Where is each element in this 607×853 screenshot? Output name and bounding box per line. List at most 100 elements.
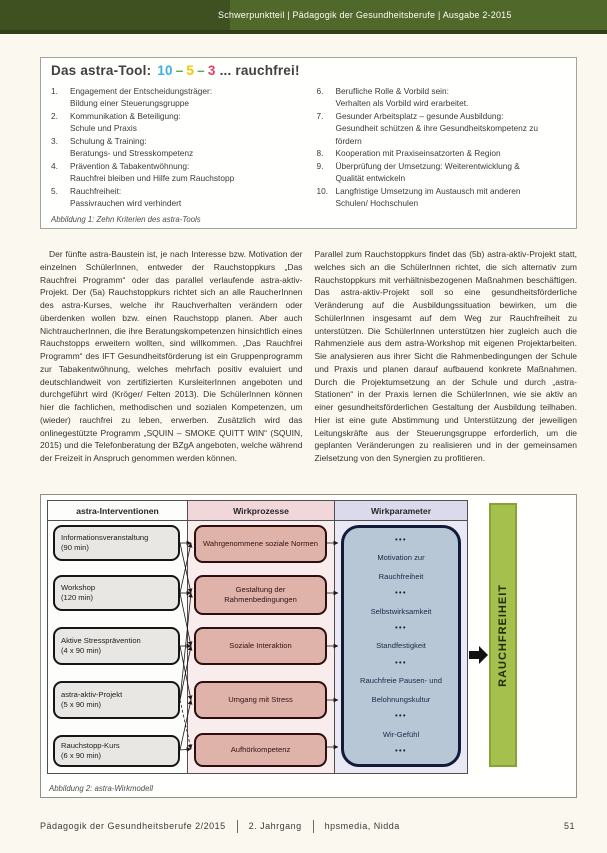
- item-sub: Qualität entwickeln: [335, 173, 406, 184]
- item-number: 1.: [51, 86, 58, 96]
- item-number: 9.: [316, 160, 324, 171]
- intervention-box-rauchstopp-kurs: Rauchstopp-Kurs (6 x 90 min): [53, 735, 180, 767]
- item-title: Kommunikation & Beteiligung:: [70, 110, 181, 121]
- criteria-item-10: 10. Langfristige Umsetzung im Austausch …: [317, 185, 567, 210]
- intervention-duration: (6 x 90 min): [61, 751, 102, 760]
- item-sub: Verhalten als Vorbild wird erarbeitet.: [335, 98, 469, 109]
- criteria-item-6: 6. Berufliche Rolle & Vorbild sein: Verha…: [317, 85, 567, 110]
- intervention-duration: (90 min): [61, 543, 89, 552]
- item-number: 5.: [51, 185, 58, 196]
- figure1-caption: Abbildung 1: Zehn Kriterien des astra-To…: [51, 215, 201, 224]
- intervention-duration: (120 min): [61, 593, 94, 602]
- item-number: 2.: [51, 110, 58, 121]
- item-text: Kommunikation & Beteiligung: Schule und P…: [70, 110, 301, 135]
- article-column-right: Parallel zum Rauchstoppkurs findet das (…: [314, 249, 578, 463]
- item-sub: Schule und Praxis: [70, 123, 137, 134]
- criteria-title-dash: –: [197, 63, 205, 78]
- article-column-left: Der fünfte astra-Baustein ist, je nach I…: [40, 249, 303, 463]
- item-text: Prävention & Tabakentwöhnung:Rauchfrei b…: [70, 160, 301, 185]
- journal-header-bar: Schwerpunktteil | Pädagogik der Gesundhe…: [0, 0, 607, 34]
- criteria-item-9: 9. Überprüfung der Umsetzung: Weiterentw…: [317, 160, 567, 185]
- parameter-line: Belohnungskultur: [371, 694, 431, 704]
- page-footer: Pädagogik der Gesundheitsberufe 2/2015 2…: [40, 818, 575, 834]
- item-title: Schulung & Training:: [70, 135, 147, 146]
- item-sub: Beratungs- und Stresskompetenz: [70, 148, 194, 159]
- item-title: Rauchfreiheit:: [70, 185, 122, 196]
- parameter-dots: •••: [395, 713, 407, 721]
- article-body: Der fünfte astra-Baustein ist, je nach I…: [40, 248, 577, 465]
- item-number: 4.: [51, 160, 58, 171]
- parameter-dots: •••: [395, 659, 407, 667]
- criteria-title-dash: –: [175, 63, 184, 78]
- parameter-dots: •••: [395, 536, 407, 544]
- parameter-line: Wir-Gefühl: [382, 729, 420, 739]
- intervention-label: Informationsveranstaltung: [61, 532, 149, 542]
- parameter-line: Standfestigkeit: [376, 641, 426, 651]
- figure2-caption: Abbildung 2: astra-Wirkmodell: [49, 784, 153, 793]
- item-text: Rauchfreiheit:Passivrauchen wird verhind…: [70, 185, 301, 210]
- criteria-columns: 1. Engagement der Entscheidungsträger: Bi…: [51, 85, 566, 209]
- parameter-dots: •••: [395, 748, 407, 756]
- chart-column-header-interventionen: astra-Interventionen: [48, 501, 187, 521]
- footer-divider: [312, 819, 314, 833]
- item-sub: Bildung einer Steuerungsgruppe: [70, 98, 190, 109]
- item-number: 8.: [316, 148, 324, 159]
- criteria-title-number-5: 5: [186, 63, 195, 78]
- item-text: Gesunder Arbeitsplatz – gesunde Ausbildu…: [336, 110, 567, 147]
- criteria-item-1: 1. Engagement der Entscheidungsträger: Bi…: [51, 85, 301, 110]
- criteria-item-8: 8. Kooperation mit Praxiseinsatzorten & …: [317, 147, 567, 159]
- page-number: 51: [563, 821, 575, 831]
- criteria-box: Das astra-Tool:10–5–3... rauchfrei! 1. E…: [40, 57, 577, 229]
- footer-publisher: hpsmedia, Nidda: [324, 821, 400, 831]
- item-title: Engagement der Entscheidungsträger:: [70, 86, 213, 96]
- intervention-box-stresspraevention: Aktive Stressprävention (4 x 90 min): [53, 627, 180, 665]
- header-accent-block: [0, 0, 230, 30]
- chart-frame: astra-Interventionen Wirkprozesse Wirkpa…: [47, 500, 468, 774]
- parameter-dots: •••: [395, 590, 407, 598]
- footer-volume: 2. Jahrgang: [248, 821, 302, 831]
- item-text: Überprüfung der Umsetzung: Weiterentwick…: [336, 160, 567, 185]
- item-sub: Passivrauchen wird verhindert: [70, 197, 182, 208]
- item-number: 10.: [316, 185, 329, 196]
- intervention-label: Workshop: [61, 582, 96, 592]
- criteria-item-4: 4. Prävention & Tabakentwöhnung:Rauchfre…: [51, 160, 301, 185]
- item-title: Langfristige Umsetzung im Austausch mit …: [335, 185, 521, 196]
- intervention-duration: (5 x 90 min): [61, 700, 102, 709]
- parameter-line: Rauchfreiheit: [378, 571, 424, 581]
- parameter-line: Motivation zur: [377, 553, 425, 563]
- criteria-column-left: 1. Engagement der Entscheidungsträger: Bi…: [51, 85, 301, 209]
- intervention-label: Rauchstopp-Kurs: [61, 740, 120, 750]
- criteria-title-suffix: ... rauchfrei!: [219, 63, 300, 78]
- criteria-item-3: 3. Schulung & Training:Beratungs- und St…: [51, 135, 301, 160]
- item-number: 7.: [316, 110, 324, 121]
- criteria-column-right: 6. Berufliche Rolle & Vorbild sein: Verha…: [317, 85, 567, 209]
- criteria-title-prefix: Das astra-Tool:: [51, 63, 152, 78]
- intervention-label: astra-aktiv-Projekt: [61, 689, 123, 699]
- item-text: Berufliche Rolle & Vorbild sein: Verhalte…: [336, 85, 567, 110]
- parameter-line: Rauchfreie Pausen- und: [360, 676, 442, 686]
- criteria-item-5: 5. Rauchfreiheit:Passivrauchen wird verh…: [51, 185, 301, 210]
- parameter-line: Selbstwirksamkeit: [370, 606, 432, 616]
- parameter-dots: •••: [395, 624, 407, 632]
- intervention-duration: (4 x 90 min): [61, 646, 102, 655]
- figure-chart-area: astra-Interventionen Wirkprozesse Wirkpa…: [41, 495, 576, 777]
- criteria-title-number-10: 10: [157, 63, 173, 78]
- intervention-box-astra-aktiv-projekt: astra-aktiv-Projekt (5 x 90 min): [53, 681, 180, 719]
- outcome-arrow-icon: [469, 646, 488, 664]
- process-box-umgang-mit-stress: Umgang mit Stress: [194, 681, 327, 719]
- process-box-soziale-interaktion: Soziale Interaktion: [194, 627, 327, 665]
- criteria-title-number-3: 3: [207, 63, 216, 78]
- item-text: Kooperation mit Praxiseinsatzorten & Reg…: [336, 147, 567, 159]
- footer-journal: Pädagogik der Gesundheitsberufe 2/2015: [40, 821, 226, 831]
- outcome-label: RAUCHFREIHEIT: [497, 583, 509, 687]
- item-title: Berufliche Rolle & Vorbild sein:: [335, 86, 449, 96]
- item-title: Überprüfung der Umsetzung: Weiterentwick…: [335, 160, 520, 171]
- criteria-item-7: 7. Gesunder Arbeitsplatz – gesunde Ausbi…: [317, 110, 567, 147]
- header-issue-info: Schwerpunktteil | Pädagogik der Gesundhe…: [218, 10, 512, 20]
- item-text: Langfristige Umsetzung im Austausch mit …: [336, 185, 567, 210]
- intervention-label: Aktive Stressprävention: [61, 635, 141, 645]
- parameters-box: ••• Motivation zur Rauchfreiheit ••• Sel…: [341, 525, 461, 767]
- item-number: 6.: [316, 86, 324, 96]
- item-title: Gesunder Arbeitsplatz – gesunde Ausbildu…: [335, 110, 504, 121]
